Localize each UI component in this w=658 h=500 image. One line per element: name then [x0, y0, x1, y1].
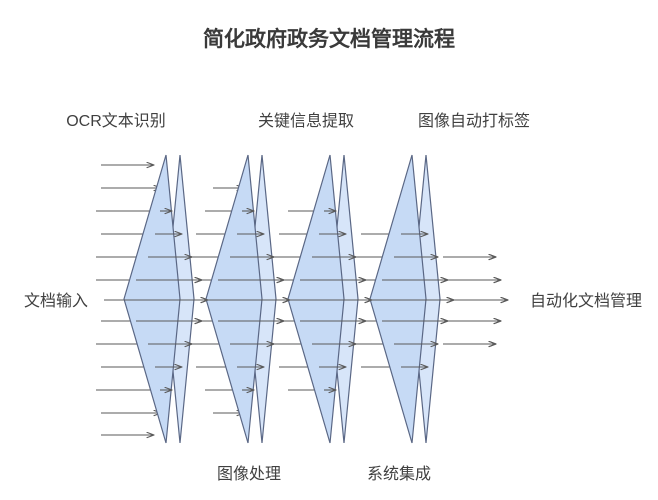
stage-shape-1[interactable]: [123, 154, 195, 444]
output-label: 自动化文档管理: [530, 292, 642, 310]
stage-1-front-face: [123, 154, 181, 444]
stage-3-front-face: [287, 154, 345, 444]
page-title: 简化政府政务文档管理流程: [203, 27, 455, 51]
labels-group: OCR文本识别 关键信息提取 图像自动打标签 图像处理 系统集成 文档输入 自动…: [24, 112, 642, 483]
stage-label-auto-tagging: 图像自动打标签: [418, 112, 530, 130]
stage-label-ocr: OCR文本识别: [66, 112, 166, 130]
stage-shapes-group: [123, 154, 441, 444]
stage-shape-3[interactable]: [287, 154, 359, 444]
stage-label-image-processing: 图像处理: [217, 465, 281, 483]
stage-label-key-info: 关键信息提取: [258, 112, 354, 130]
stage-2-front-face: [205, 154, 263, 444]
flow-arrows-overlay-group: [124, 207, 509, 394]
stage-4-front-face: [369, 154, 427, 444]
input-label: 文档输入: [24, 292, 88, 310]
stage-shape-2[interactable]: [205, 154, 277, 444]
stage-shape-4[interactable]: [369, 154, 441, 444]
stage-label-system-integration: 系统集成: [367, 465, 431, 483]
